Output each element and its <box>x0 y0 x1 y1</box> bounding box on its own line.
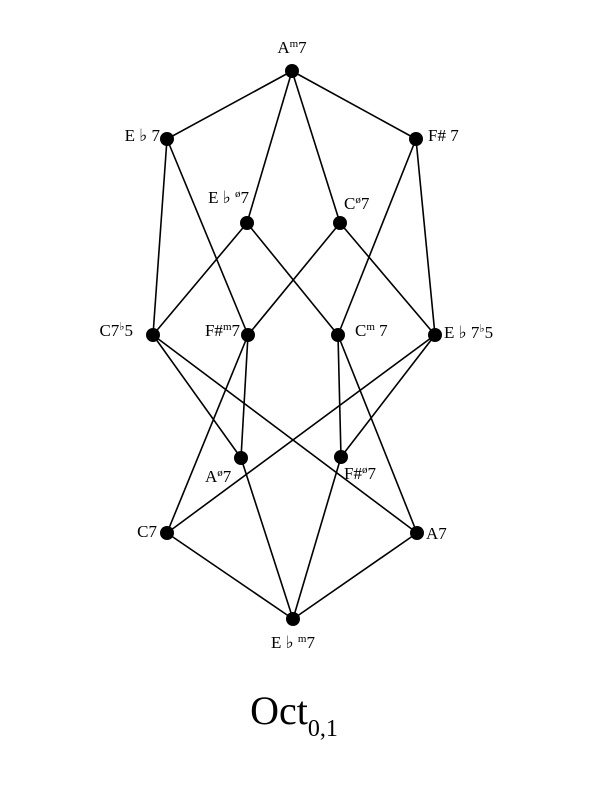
node-label-A7: A7 <box>426 524 447 543</box>
label-text: 5 <box>125 321 134 340</box>
node-label-Am7: Am7 <box>277 38 307 57</box>
label-superscript: ø <box>235 188 241 200</box>
edge-Ao7-Ebm7 <box>240 457 294 620</box>
edge-A7-Ebm7 <box>292 532 418 620</box>
title-subscript: 0,1 <box>308 716 338 742</box>
label-text: E ♭ <box>208 188 235 207</box>
label-text: C7 <box>137 522 157 541</box>
edge-Eb7b5-C7 <box>166 334 436 534</box>
edge-Am7-Eb7 <box>166 70 293 140</box>
node-label-Ebo7: E ♭ ø7 <box>208 188 249 207</box>
label-superscript: m <box>298 633 307 645</box>
node-Fs7 <box>409 132 423 146</box>
title-base: Oct <box>250 688 308 733</box>
node-Fso7 <box>334 450 348 464</box>
node-label-Cm7: Cm 7 <box>355 321 388 340</box>
label-text: 7 <box>306 633 315 652</box>
edge-Eb7-Fsm7 <box>166 138 249 336</box>
node-Co7 <box>333 216 347 230</box>
edge-Fso7-Ebm7 <box>292 456 342 620</box>
node-label-Fso7: F#ø7 <box>344 464 376 483</box>
edge-Cm7-A7 <box>337 334 418 534</box>
node-label-C7: C7 <box>137 522 157 541</box>
label-text: 7 <box>298 38 307 57</box>
edge-Ebo7-C7b5 <box>152 222 248 336</box>
label-text: 7 <box>241 188 250 207</box>
label-text: F# <box>205 321 223 340</box>
label-text: C <box>344 194 355 213</box>
label-superscript: ♭ <box>479 323 484 335</box>
edge-Cm7-Fso7 <box>337 334 342 458</box>
label-text: A7 <box>426 524 447 543</box>
edge-Fs7-Cm7 <box>337 138 417 336</box>
nodes-layer <box>146 64 442 626</box>
label-text: A <box>277 38 290 57</box>
label-superscript: ø <box>355 194 361 206</box>
label-text: 5 <box>485 323 494 342</box>
node-label-Co7: Cø7 <box>344 194 370 213</box>
node-label-Ebm7: E ♭ m7 <box>271 633 315 652</box>
label-superscript: ♭ <box>119 321 124 333</box>
label-text: C7 <box>99 321 119 340</box>
label-text: E ♭ 7 <box>444 323 480 342</box>
edge-Fsm7-Ao7 <box>240 334 249 459</box>
node-C7 <box>160 526 174 540</box>
edge-Am7-Ebo7 <box>246 70 293 224</box>
label-text: E ♭ 7 <box>125 126 161 145</box>
label-text: A <box>205 467 218 486</box>
edge-Eb7-C7b5 <box>152 138 168 336</box>
edges-layer <box>152 70 436 620</box>
edge-Am7-Co7 <box>291 70 341 224</box>
node-A7 <box>410 526 424 540</box>
node-label-C7b5: C7♭5 <box>99 321 133 340</box>
edge-Eb7b5-Fso7 <box>340 334 436 458</box>
edge-Am7-Fs7 <box>291 70 417 140</box>
label-text: 7 <box>375 321 388 340</box>
label-text: 7 <box>232 321 241 340</box>
node-Eb7 <box>160 132 174 146</box>
node-label-Fsm7: F#m7 <box>205 321 241 340</box>
node-Fsm7 <box>241 328 255 342</box>
edge-Co7-Eb7b5 <box>339 222 436 336</box>
label-text: 7 <box>223 467 232 486</box>
edge-Ebo7-Cm7 <box>246 222 339 336</box>
edge-Fsm7-C7 <box>166 334 249 534</box>
label-text: F# 7 <box>428 126 459 145</box>
edge-C7b5-A7 <box>152 334 418 534</box>
label-superscript: m <box>366 321 375 333</box>
label-superscript: m <box>223 321 232 333</box>
label-text: 7 <box>367 464 376 483</box>
node-Cm7 <box>331 328 345 342</box>
label-superscript: ø <box>362 464 368 476</box>
label-superscript: m <box>290 38 299 50</box>
node-Am7 <box>285 64 299 78</box>
node-Eb7b5 <box>428 328 442 342</box>
node-label-Ao7: Aø7 <box>205 467 232 486</box>
node-label-Eb7: E ♭ 7 <box>125 126 161 145</box>
node-Ebm7 <box>286 612 300 626</box>
edge-Co7-Fsm7 <box>247 222 341 336</box>
edge-C7b5-Ao7 <box>152 334 242 459</box>
node-label-Fs7: F# 7 <box>428 126 459 145</box>
node-Ebo7 <box>240 216 254 230</box>
node-C7b5 <box>146 328 160 342</box>
edge-Fs7-Eb7b5 <box>415 138 436 336</box>
edge-C7-Ebm7 <box>166 532 294 620</box>
label-superscript: ø <box>217 467 223 479</box>
node-label-Eb7b5: E ♭ 7♭5 <box>444 323 493 342</box>
diagram-title: Oct0,1 <box>250 688 338 742</box>
label-text: 7 <box>361 194 370 213</box>
label-text: F# <box>344 464 362 483</box>
label-text: C <box>355 321 366 340</box>
label-text: E ♭ <box>271 633 298 652</box>
node-Ao7 <box>234 451 248 465</box>
